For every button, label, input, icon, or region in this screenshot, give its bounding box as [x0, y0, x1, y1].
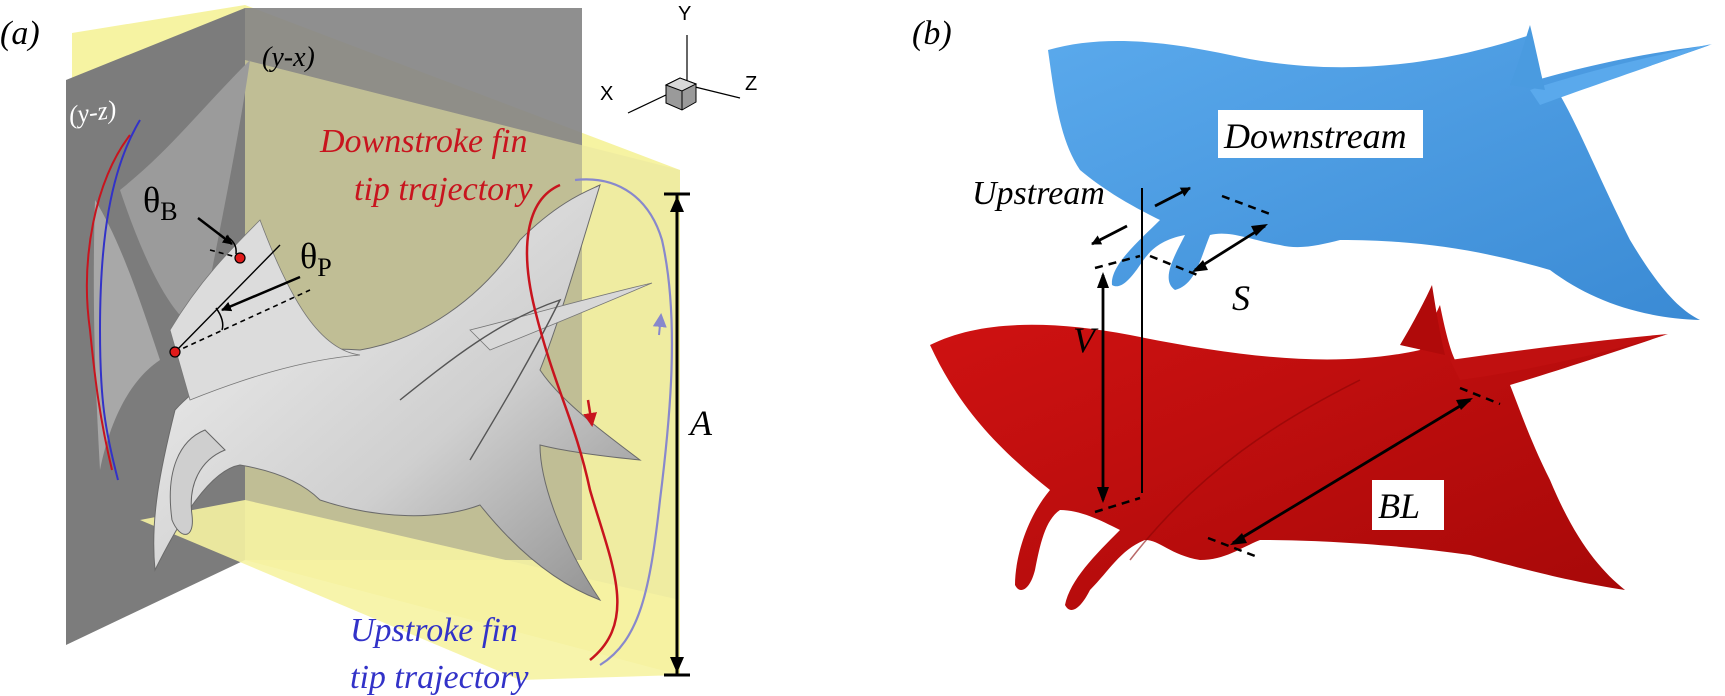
downstroke-trajectory-left — [85, 134, 131, 471]
downstream-manta — [1048, 35, 1710, 320]
panel-a: (a) (y-x) (y-z) θB θP Downstroke fin tip… — [0, 3, 757, 696]
amplitude-arrow-bottom — [670, 657, 684, 673]
v-cap-top — [1094, 254, 1141, 270]
fin-base-point — [169, 346, 181, 358]
downstream-label: Downstream — [1223, 116, 1407, 156]
bl-dimension-line — [1232, 398, 1471, 545]
upstroke-label-line2: tip trajectory — [350, 659, 529, 696]
v-cap-bottom — [1094, 496, 1141, 514]
manta-wing-edge — [399, 298, 562, 461]
theta-p-arc — [215, 307, 224, 331]
theta-p-arrow — [221, 275, 301, 312]
s-arrow-left — [1192, 260, 1208, 272]
upstroke-trajectory-right — [574, 178, 674, 666]
fin-shadow-top — [120, 60, 250, 330]
downstream-tail-spike — [1530, 44, 1712, 105]
panel-a-tag: (a) — [0, 15, 40, 52]
plane-yx-label: (y-x) — [262, 42, 315, 73]
axis-x-label: X — [600, 83, 613, 105]
theta-b-arc — [225, 235, 237, 255]
amplitude-label: A — [688, 403, 713, 443]
fin-shadow-left — [93, 200, 160, 470]
plane-yz-label: (y-z) — [67, 95, 118, 130]
theta-b-arrow — [197, 217, 233, 245]
plane-yellow-lower — [140, 500, 680, 680]
bl-cap-right — [1459, 386, 1501, 406]
downstream-label-box — [1218, 110, 1423, 158]
s-arrow-right — [1251, 224, 1268, 236]
downstream-arrow — [1154, 186, 1191, 208]
s-dimension-line — [1194, 224, 1266, 272]
theta-b-label: θB — [143, 180, 178, 226]
v-arrow-top — [1097, 272, 1109, 288]
bl-label-box — [1372, 480, 1444, 530]
bl-label: BL — [1378, 486, 1420, 526]
downstroke-trajectory-right — [525, 183, 619, 661]
manta-ray-model — [153, 184, 642, 602]
s-cap-right — [1221, 194, 1271, 216]
upstream-dorsal — [1400, 285, 1445, 355]
fin-tip-point-upper — [234, 252, 246, 264]
v-label: V — [1073, 320, 1099, 360]
upstream-wing-fold — [1129, 379, 1361, 561]
upstroke-trajectory-left — [98, 119, 141, 481]
upstream-manta — [930, 305, 1665, 610]
upstream-label: Upstream — [972, 175, 1105, 212]
manta-tail — [469, 282, 653, 351]
panel-b: Downstream BL (b) Upstream S V — [912, 15, 1712, 610]
theta-p-label: θP — [300, 236, 332, 282]
manta-cephalic-fin — [169, 429, 226, 535]
downstream-dorsal — [1510, 25, 1545, 90]
v-arrow-bottom — [1097, 487, 1109, 503]
axis-z-label: Z — [745, 73, 757, 95]
downstroke-label-line2: tip trajectory — [354, 171, 533, 208]
bl-arrow-right — [1456, 398, 1473, 410]
s-label: S — [1232, 278, 1250, 318]
upstream-arrow — [1091, 224, 1128, 246]
downstroke-label-line1: Downstroke fin — [319, 123, 527, 160]
bl-arrow-left — [1230, 533, 1247, 545]
upstroke-label-line1: Upstroke fin — [350, 612, 518, 649]
upstream-tail-spike — [1450, 334, 1668, 380]
axis-y-label: Y — [678, 3, 691, 25]
theta-p-dashed — [174, 289, 311, 353]
downstroke-arrowhead — [583, 399, 598, 427]
s-cap-left — [1149, 254, 1201, 278]
upstroke-arrowhead — [652, 313, 667, 336]
axes-gizmo — [627, 35, 741, 114]
panel-b-tag: (b) — [912, 15, 952, 52]
fin-chord-line — [174, 244, 281, 353]
amplitude-arrow-top — [670, 196, 684, 212]
